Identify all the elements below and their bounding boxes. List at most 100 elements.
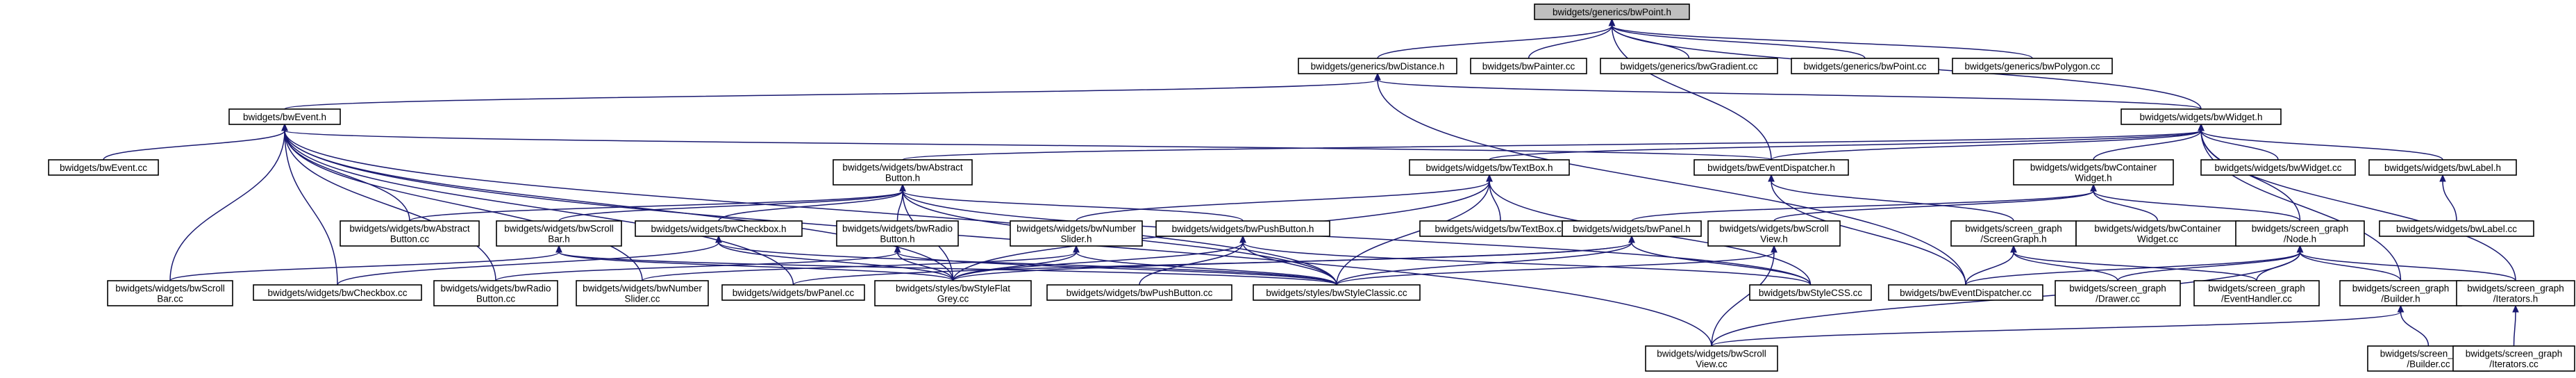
edge-bwLabel_cc-to-bwLabel_h bbox=[2439, 174, 2457, 222]
node-bwgradient-cc[interactable]: bwidgets/generics/bwGradient.cc bbox=[1600, 58, 1778, 74]
edge-bwStyleCSS_cc-to-bwPushButton_h bbox=[1239, 235, 1812, 286]
node-label: bwidgets/widgets/bwPanel.cc bbox=[733, 288, 855, 298]
edge-bwDistance_h-to-bwPoint_h bbox=[1377, 18, 1616, 59]
edge-Iterators_cc-to-Iterators_h bbox=[2512, 304, 2519, 347]
node-bwevent-h[interactable]: bwidgets/bwEvent.h bbox=[228, 108, 341, 125]
node-label: Grey.cc bbox=[937, 294, 969, 304]
node-builder-h[interactable]: bwidgets/screen_graph/Builder.h bbox=[2339, 280, 2462, 306]
node-bwpushbutton-cc[interactable]: bwidgets/widgets/bwPushButton.cc bbox=[1046, 284, 1232, 301]
node-label: bwidgets/screen_graph bbox=[2466, 349, 2563, 359]
node-label: /Node.h bbox=[2284, 234, 2316, 245]
node-bwpanel-h[interactable]: bwidgets/widgets/bwPanel.h bbox=[1562, 220, 1702, 237]
node-bwpushbutton-h[interactable]: bwidgets/widgets/bwPushButton.h bbox=[1155, 220, 1330, 237]
node-bwtextbox-cc[interactable]: bwidgets/widgets/bwTextBox.cc bbox=[1419, 220, 1582, 237]
node-bweventdispatcher-h[interactable]: bwidgets/bwEventDispatcher.h bbox=[1693, 159, 1849, 176]
edge-bwEventDispatcher_cc-to-ScreenGraph_h bbox=[1965, 245, 2017, 286]
node-iterators-h[interactable]: bwidgets/screen_graph/Iterators.h bbox=[2456, 280, 2575, 306]
node-eventhandler-cc[interactable]: bwidgets/screen_graph/EventHandler.cc bbox=[2193, 280, 2320, 306]
node-label: bwidgets/widgets/bwRadio bbox=[842, 224, 953, 234]
node-label: bwidgets/generics/bwDistance.h bbox=[1311, 61, 1445, 72]
node-label: bwidgets/bwStyleCSS.cc bbox=[1759, 288, 1863, 298]
edge-bwStyleClassic_cc-to-bwEvent_h bbox=[281, 123, 1337, 286]
node-label: bwidgets/widgets/bwContainer bbox=[2094, 224, 2221, 234]
node-bwpolygon-cc[interactable]: bwidgets/generics/bwPolygon.cc bbox=[1952, 58, 2113, 74]
node-label: bwidgets/widgets/bwWidget.cc bbox=[2214, 163, 2341, 173]
node-label: bwidgets/generics/bwGradient.cc bbox=[1620, 61, 1757, 72]
node-label: bwidgets/screen_graph bbox=[2352, 284, 2450, 294]
node-bwcheckbox-h[interactable]: bwidgets/widgets/bwCheckbox.h bbox=[635, 220, 803, 237]
node-label: bwidgets/generics/bwPoint.h bbox=[1553, 7, 1671, 17]
node-label: bwidgets/screen_graph bbox=[2467, 284, 2564, 294]
node-bwwidget-cc[interactable]: bwidgets/widgets/bwWidget.cc bbox=[2200, 159, 2356, 176]
node-bwstylecss-cc[interactable]: bwidgets/bwStyleCSS.cc bbox=[1749, 284, 1872, 301]
node-screengraph-h[interactable]: bwidgets/screen_graph/ScreenGraph.h bbox=[1950, 220, 2077, 247]
node-bwpoint-cc[interactable]: bwidgets/generics/bwPoint.cc bbox=[1791, 58, 1939, 74]
node-label: bwidgets/widgets/bwCheckbox.cc bbox=[267, 288, 407, 298]
node-label: bwidgets/widgets/bwContainer bbox=[2030, 163, 2157, 173]
node-bwpanel-cc[interactable]: bwidgets/widgets/bwPanel.cc bbox=[721, 284, 865, 301]
edge-bwTextBox_cc-to-bwTextBox_h bbox=[1486, 174, 1501, 222]
node-box bbox=[2339, 280, 2462, 306]
node-label: Button.cc bbox=[390, 234, 430, 245]
node-bwpainter-cc[interactable]: bwidgets/bwPainter.cc bbox=[1470, 58, 1587, 74]
node-bwlabel-h[interactable]: bwidgets/widgets/bwLabel.h bbox=[2368, 159, 2517, 176]
node-drawer-cc[interactable]: bwidgets/screen_graph/Drawer.cc bbox=[2055, 280, 2181, 306]
node-label: bwidgets/widgets/bwAbstract bbox=[842, 163, 963, 173]
edge-bwScrollBar_cc-to-bwEvent_h bbox=[169, 123, 288, 281]
node-label: bwidgets/widgets/bwScroll bbox=[1657, 349, 1766, 359]
node-label: Button.cc bbox=[476, 294, 516, 304]
node-bwstyleclassic-cc[interactable]: bwidgets/styles/bwStyleClassic.cc bbox=[1253, 284, 1421, 301]
edge-bwStyleCSS_cc-to-bwPanel_h bbox=[1628, 235, 1812, 286]
edge-bwEventDispatcher_h-to-bwPoint_h bbox=[1608, 18, 1772, 161]
node-box bbox=[2075, 220, 2240, 247]
edge-bwStyleFlatGrey_cc-to-bwEvent_h bbox=[281, 123, 954, 281]
node-box bbox=[1645, 345, 1778, 372]
node-label: bwidgets/bwEvent.cc bbox=[60, 163, 147, 173]
node-bwtextbox-h[interactable]: bwidgets/widgets/bwTextBox.h bbox=[1409, 159, 1570, 176]
node-box bbox=[1950, 220, 2077, 247]
node-node-h[interactable]: bwidgets/screen_graph/Node.h bbox=[2235, 220, 2365, 247]
node-bwlabel-cc[interactable]: bwidgets/widgets/bwLabel.cc bbox=[2379, 220, 2534, 237]
node-bwpoint-h[interactable]: bwidgets/generics/bwPoint.h bbox=[1534, 3, 1690, 20]
node-label: bwidgets/widgets/bwLabel.h bbox=[2384, 163, 2501, 173]
node-label: bwidgets/generics/bwPoint.cc bbox=[1803, 61, 1926, 72]
node-label: /Iterators.h bbox=[2493, 294, 2539, 304]
edge-bwEvent_h-to-bwDistance_h bbox=[284, 72, 1381, 110]
node-label: Slider.h bbox=[1060, 234, 1092, 245]
node-label: bwidgets/widgets/bwAbstract bbox=[349, 224, 470, 234]
node-label: bwidgets/screen_graph bbox=[2069, 284, 2166, 294]
node-label: bwidgets/widgets/bwLabel.cc bbox=[2396, 224, 2517, 234]
node-bwcheckbox-cc[interactable]: bwidgets/widgets/bwCheckbox.cc bbox=[253, 284, 422, 301]
node-bwevent-cc[interactable]: bwidgets/bwEvent.cc bbox=[48, 159, 159, 176]
node-box bbox=[496, 220, 622, 247]
node-bwdistance-h[interactable]: bwidgets/generics/bwDistance.h bbox=[1298, 58, 1457, 74]
edges-layer bbox=[103, 18, 2519, 347]
node-box bbox=[433, 280, 558, 306]
node-label: /ScreenGraph.h bbox=[1980, 234, 2046, 245]
node-bwwidget-h[interactable]: bwidgets/widgets/bwWidget.h bbox=[2121, 108, 2282, 125]
edge-Builder_cc-to-Builder_h bbox=[2397, 304, 2429, 347]
node-iterators-cc[interactable]: bwidgets/screen_graph/Iterators.cc bbox=[2452, 345, 2575, 372]
node-box bbox=[1534, 3, 1690, 20]
edge-bwStyleClassic_cc-to-bwScrollBar_h bbox=[555, 245, 1337, 286]
edge-bwPanel_h-to-bwContainerWidget_h bbox=[1631, 183, 2097, 222]
edge-bwStyleClassic_cc-to-bwCheckbox_h bbox=[715, 235, 1337, 286]
node-box bbox=[874, 280, 1032, 306]
node-box bbox=[2452, 345, 2575, 372]
edge-EventHandler_cc-to-ScreenGraph_h bbox=[2010, 245, 2257, 281]
edge-bwStyleClassic_cc-to-bwNumberSlider_h bbox=[1073, 245, 1337, 286]
node-bweventdispatcher-cc[interactable]: bwidgets/bwEventDispatcher.cc bbox=[1888, 284, 2043, 301]
